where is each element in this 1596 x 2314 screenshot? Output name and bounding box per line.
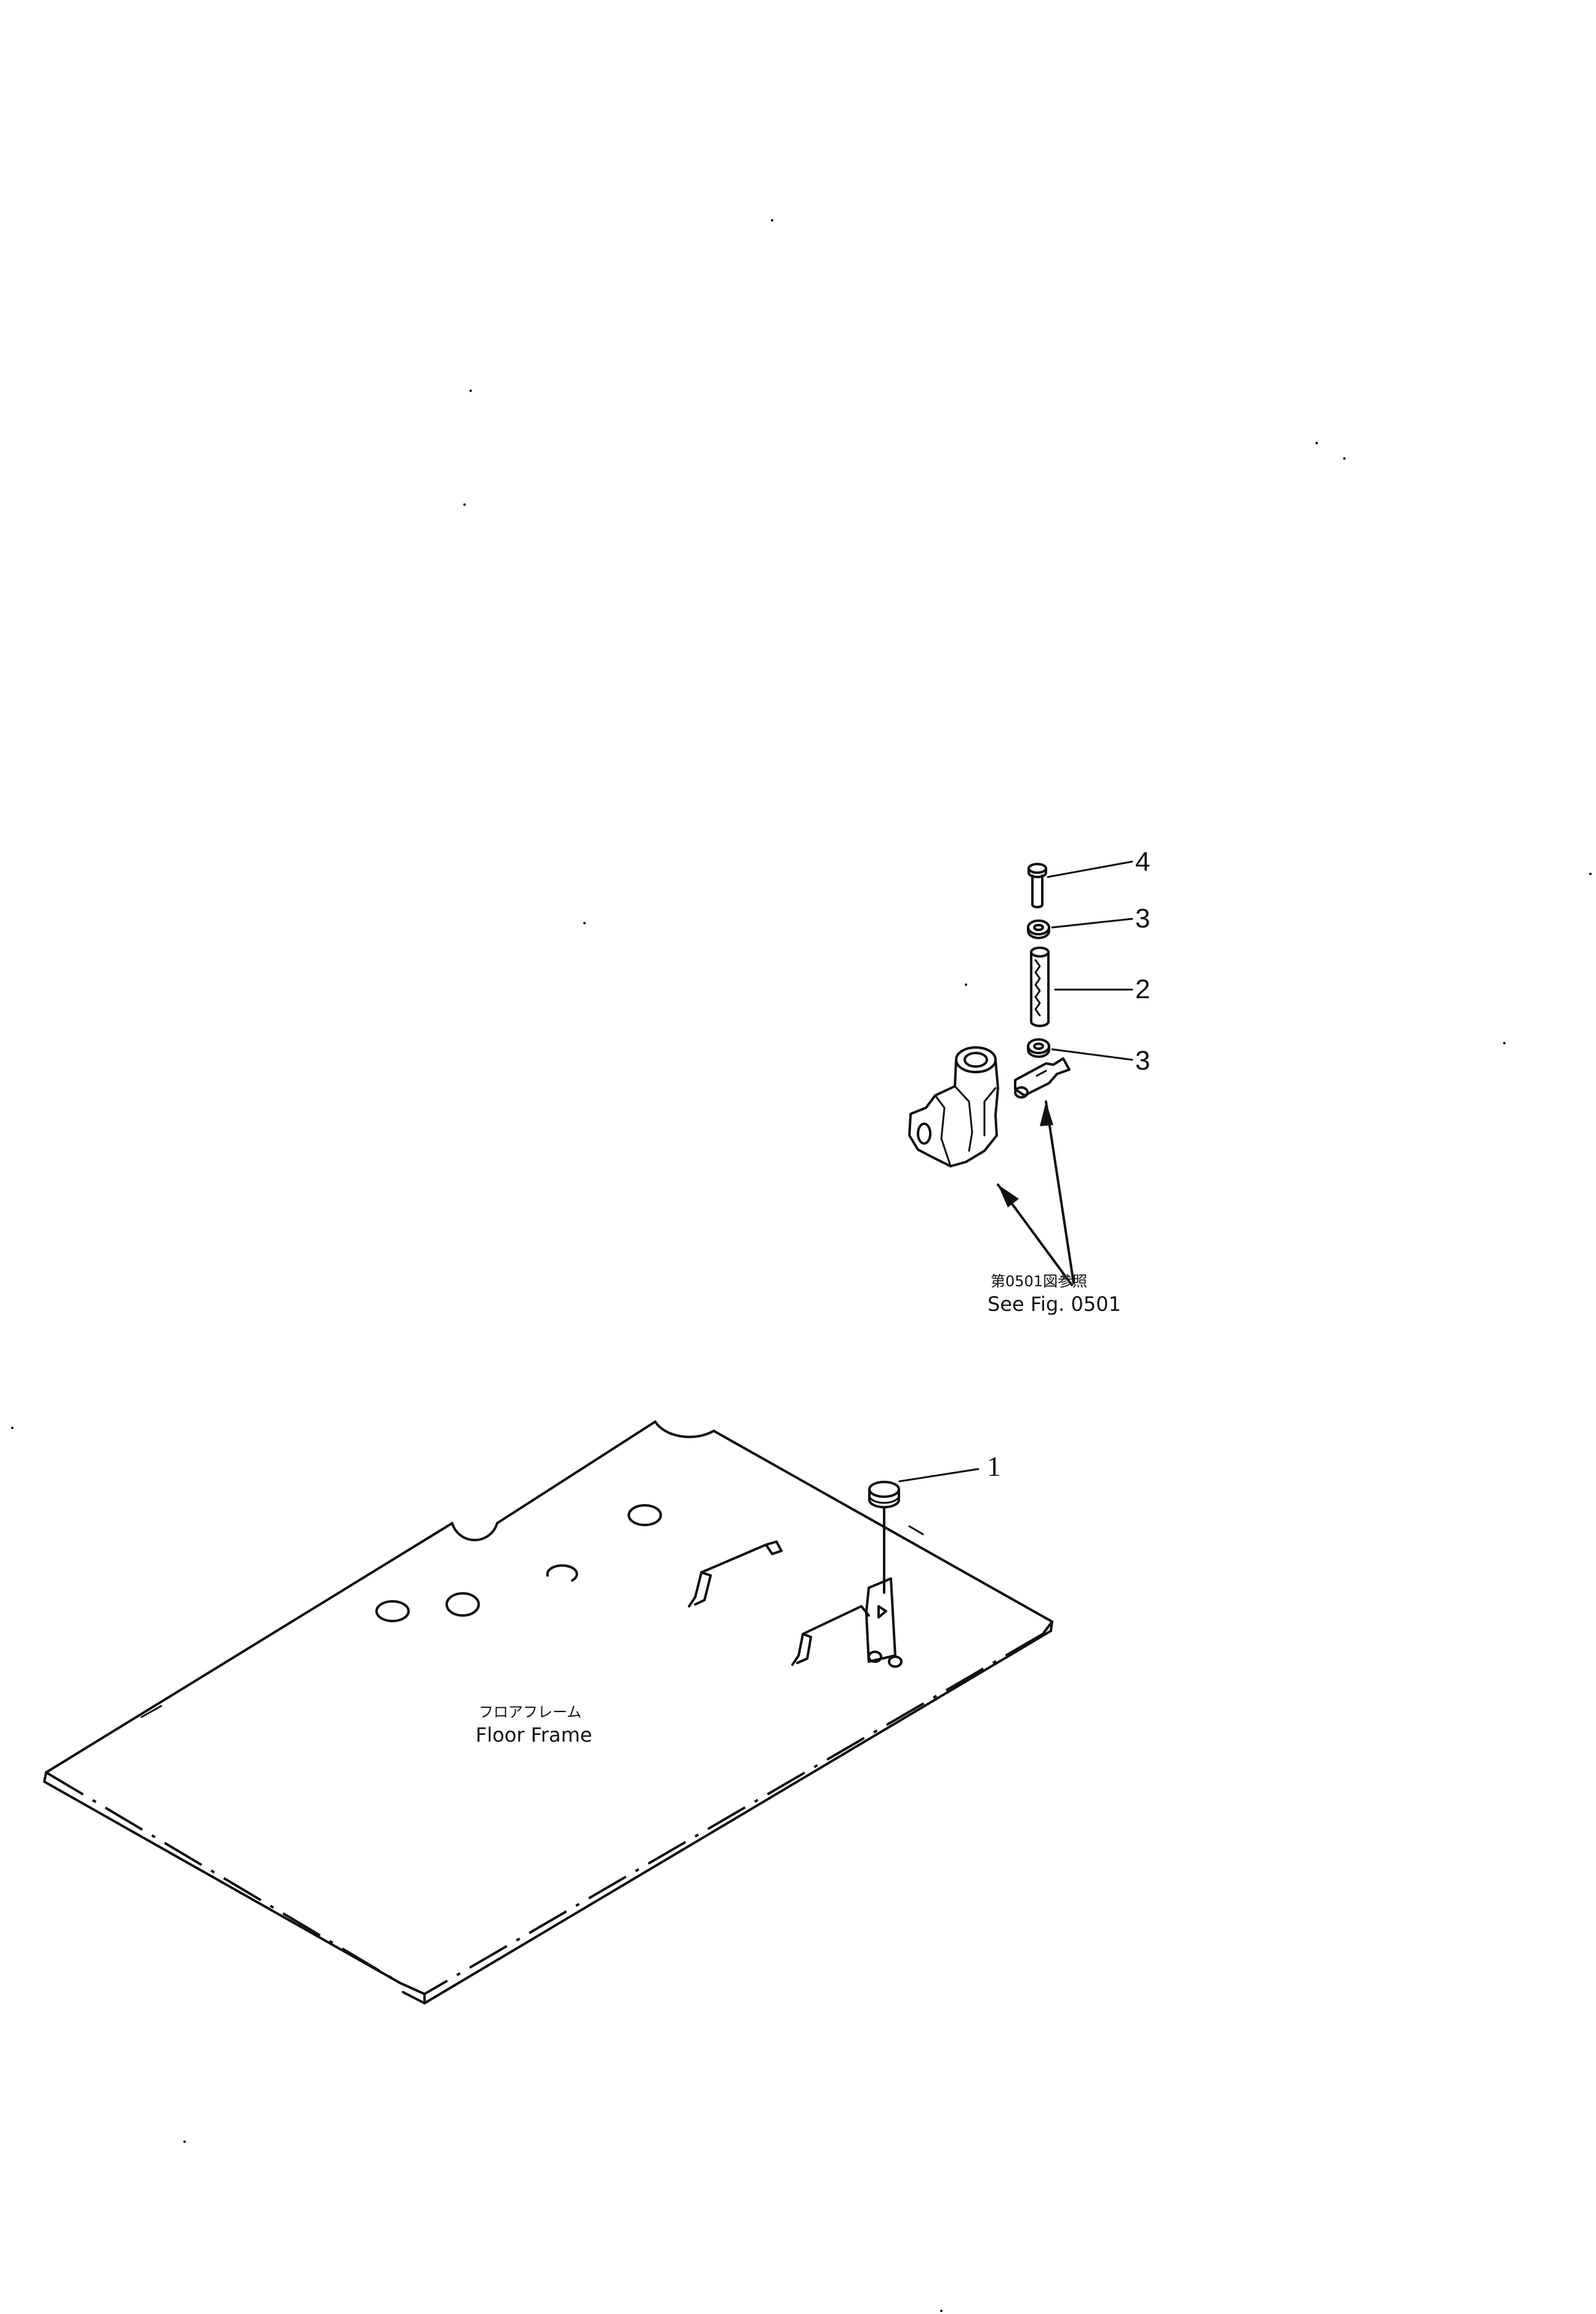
reference-arrows bbox=[997, 1100, 1075, 1286]
callout-3-upper: 3 bbox=[1135, 903, 1150, 934]
hole-center bbox=[546, 1564, 578, 1582]
part-1-plug bbox=[868, 1468, 980, 1594]
bracket-upper bbox=[688, 1540, 783, 1607]
post bbox=[865, 1577, 896, 1663]
bracket-lower bbox=[791, 1605, 870, 1666]
hole-left bbox=[375, 1600, 410, 1622]
hole-top bbox=[628, 1504, 662, 1526]
scan-specks bbox=[11, 219, 1592, 2312]
reference-jp: 第0501図参照 bbox=[991, 1273, 1087, 1290]
callout-4: 4 bbox=[1135, 847, 1150, 877]
nozzle-fitting bbox=[1014, 1057, 1071, 1099]
hole-mid bbox=[445, 1592, 480, 1617]
valve-body bbox=[908, 1046, 999, 1167]
floor-frame-jp: フロアフレーム bbox=[479, 1703, 581, 1721]
part-3-clamp-upper bbox=[1027, 918, 1133, 939]
part-1-leader bbox=[898, 1468, 980, 1483]
part-3-clamp-lower bbox=[1027, 1038, 1133, 1061]
floor-frame-en: Floor Frame bbox=[476, 1723, 592, 1747]
part-2-hose bbox=[1030, 947, 1133, 1027]
part-4-bolt bbox=[1027, 860, 1133, 908]
reference-en: See Fig. 0501 bbox=[988, 1292, 1121, 1316]
callout-1: 1 bbox=[987, 1451, 1001, 1482]
post-tab bbox=[877, 1605, 887, 1619]
callout-2: 2 bbox=[1135, 974, 1150, 1004]
callout-3-lower: 3 bbox=[1135, 1046, 1150, 1076]
floor-frame-plate bbox=[43, 1420, 1053, 2004]
